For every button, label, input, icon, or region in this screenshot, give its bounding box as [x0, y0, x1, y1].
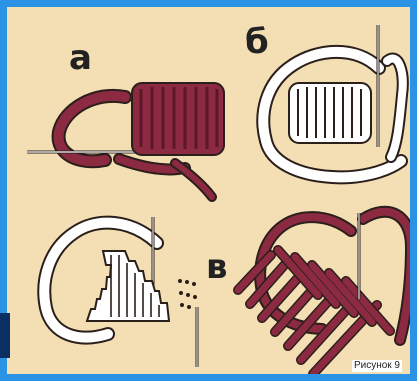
- stitch-illustration-v: [7, 7, 417, 381]
- figure-caption: Рисунок 9: [352, 360, 402, 372]
- corner-marker: [0, 313, 10, 358]
- panel-v: в: [7, 7, 417, 381]
- panel-label-v: в: [206, 250, 228, 284]
